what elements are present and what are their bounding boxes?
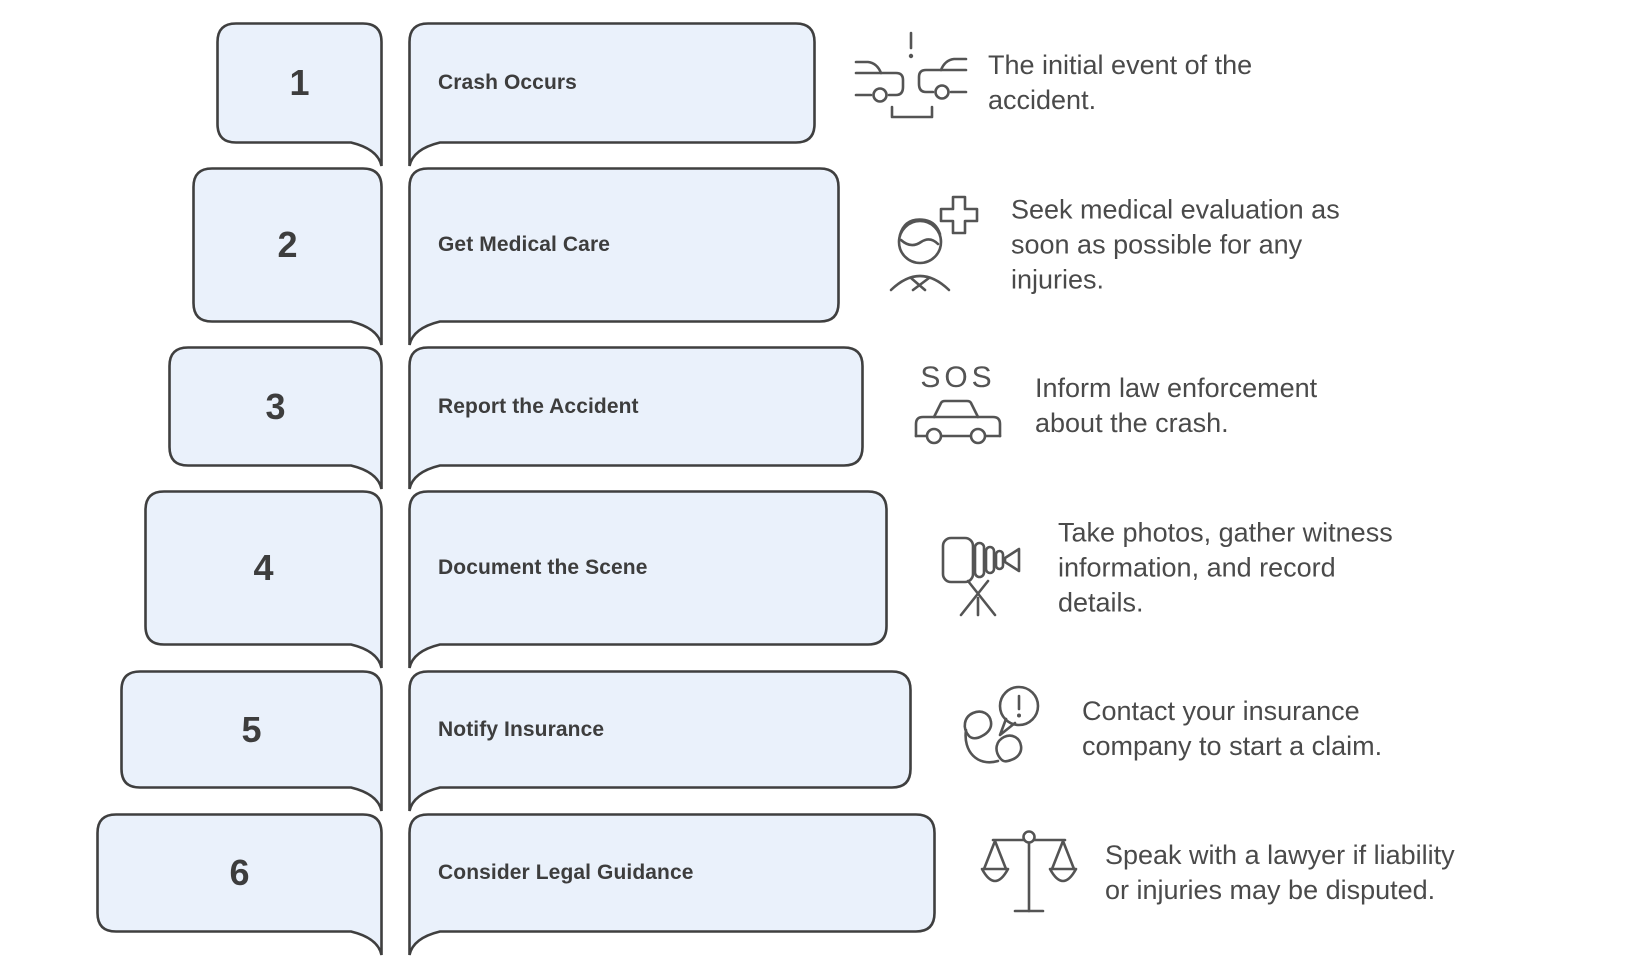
step-description: Take photos, gather witness information,…	[1058, 517, 1393, 618]
step-label: Get Medical Care	[438, 233, 610, 256]
step-1-label-bubble: Crash Occurs	[408, 22, 816, 167]
step-number: 3	[265, 385, 286, 427]
step-label: Document the Scene	[438, 556, 648, 579]
car-collision-icon	[854, 31, 968, 133]
step-description: The initial event of the accident.	[988, 50, 1253, 115]
scales-of-justice-icon	[979, 823, 1089, 925]
step-3-number-bubble: 3	[168, 346, 383, 490]
step-number: 2	[277, 224, 298, 265]
step-1-number-bubble: 1	[216, 22, 383, 167]
step-5-label-bubble: Notify Insurance	[408, 670, 912, 812]
step-label: Notify Insurance	[438, 717, 605, 741]
sos-text: SOS	[920, 361, 995, 394]
step-5-number-bubble: 5	[120, 670, 383, 812]
step-number: 5	[241, 708, 262, 750]
step-number: 4	[253, 547, 274, 588]
step-6-number-bubble: 6	[96, 813, 383, 956]
step-description: Contact your insurance company to start …	[1082, 696, 1383, 761]
medical-care-icon	[884, 194, 994, 296]
step-number: 6	[229, 852, 250, 893]
phone-alert-icon	[955, 679, 1065, 781]
step-3-label-bubble: Report the Accident	[408, 346, 864, 490]
video-camera-icon	[931, 518, 1041, 620]
step-description: Speak with a lawyer if liability or inju…	[1105, 840, 1455, 905]
step-label: Report the Accident	[438, 394, 639, 418]
step-number: 1	[289, 62, 310, 103]
step-4-label-bubble: Document the Scene	[408, 490, 888, 669]
step-description: Seek medical evaluation as soon as possi…	[1011, 194, 1340, 295]
step-2-label-bubble: Get Medical Care	[408, 167, 840, 346]
step-description: Inform law enforcement about the crash.	[1035, 373, 1318, 438]
step-4-number-bubble: 4	[144, 490, 383, 669]
step-6-label-bubble: Consider Legal Guidance	[408, 813, 936, 956]
sos-police-car-icon: SOS	[908, 356, 1018, 458]
step-2-number-bubble: 2	[192, 167, 383, 346]
step-label: Crash Occurs	[438, 71, 577, 94]
step-label: Consider Legal Guidance	[438, 861, 694, 884]
